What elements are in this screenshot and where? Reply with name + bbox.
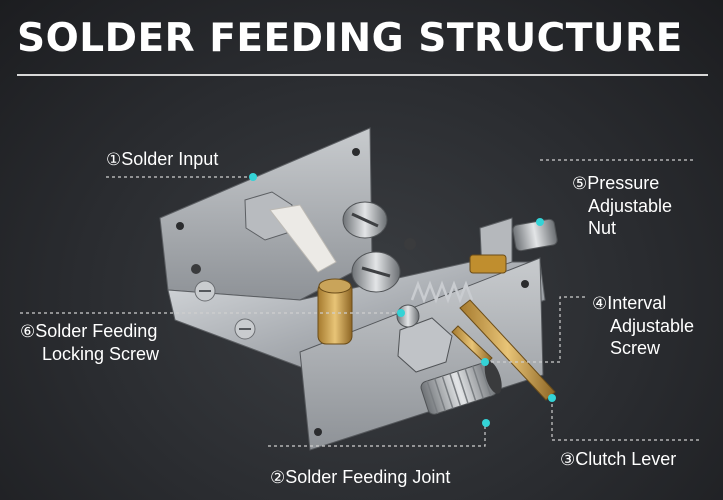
title-underline — [17, 74, 708, 76]
callout-number: ④ — [592, 294, 608, 313]
callout-pressure-nut: ⑤Pressure Adjustable Nut — [572, 172, 672, 239]
callout-text: Adjustable — [588, 196, 673, 216]
callout-feeding-joint: ②Solder Feeding Joint — [270, 466, 450, 489]
callout-interval-screw: ④Interval Adjustable Screw — [592, 292, 694, 359]
callout-text: Screw — [610, 338, 661, 358]
callout-text: Nut — [588, 218, 617, 238]
callout-text: Locking Screw — [42, 344, 160, 364]
callout-number: ② — [270, 468, 286, 487]
callout-text: Interval — [607, 293, 667, 313]
callout-text: Clutch Lever — [575, 449, 677, 469]
callout-clutch-lever: ③Clutch Lever — [560, 448, 676, 471]
callout-number: ⑥ — [20, 322, 36, 341]
callout-number: ③ — [560, 450, 576, 469]
callout-text: Solder Feeding Joint — [285, 467, 451, 487]
callout-number: ⑤ — [572, 174, 588, 193]
callout-text: Solder Input — [121, 149, 219, 169]
callout-text: Solder Feeding — [35, 321, 158, 341]
callout-locking-screw: ⑥Solder Feeding Locking Screw — [20, 320, 159, 365]
page-title: SOLDER FEEDING STRUCTURE — [17, 16, 683, 61]
callout-text: Pressure — [587, 173, 660, 193]
callout-number: ① — [106, 150, 122, 169]
callout-solder-input: ①Solder Input — [106, 148, 218, 171]
callout-text: Adjustable — [610, 316, 695, 336]
